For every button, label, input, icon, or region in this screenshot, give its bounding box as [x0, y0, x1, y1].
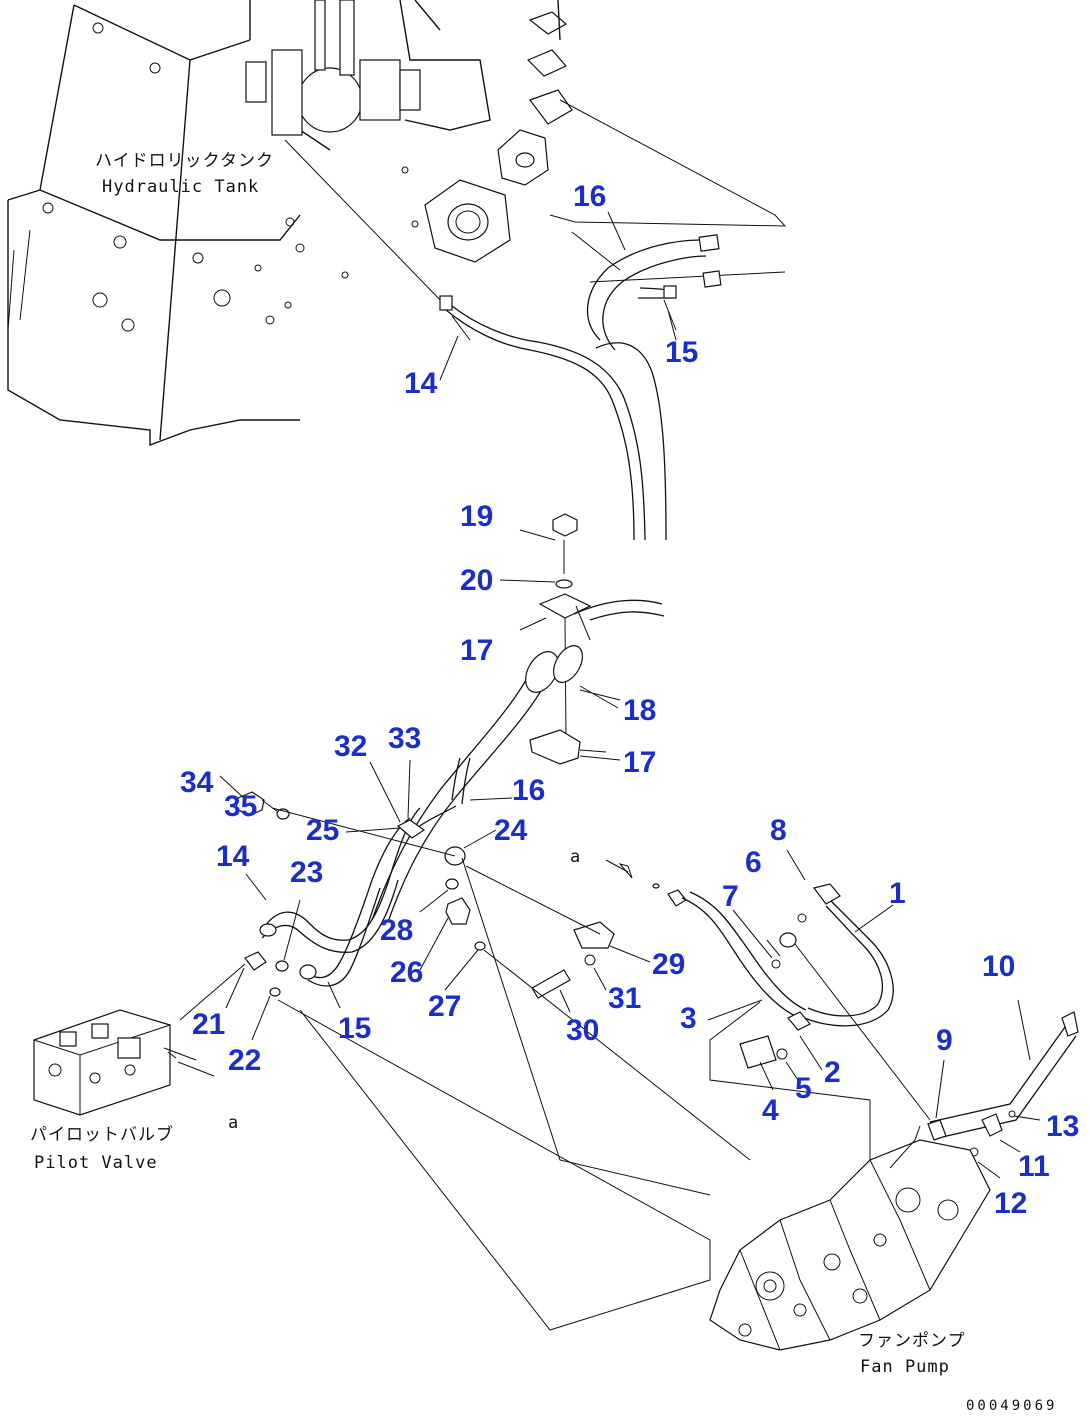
clamp-assembly	[371, 513, 665, 923]
lower-tubes	[179, 757, 751, 1331]
tank-label-jp: ハイドロリックタンク	[95, 151, 274, 171]
callout-25: 25	[306, 814, 339, 847]
callout-31: 31	[608, 982, 641, 1015]
callout-11: 11	[1018, 1150, 1050, 1183]
callout-15-lower: 15	[338, 1012, 371, 1045]
callout-13: 13	[1046, 1110, 1079, 1143]
leader-lines	[219, 211, 1041, 1179]
callout-12: 12	[994, 1187, 1027, 1220]
pilot-valve-label-en: Pilot Valve	[34, 1153, 158, 1173]
callout-2: 2	[824, 1056, 841, 1089]
callout-5: 5	[795, 1072, 812, 1105]
callout-3: 3	[680, 1002, 697, 1035]
right-hoses	[605, 859, 1079, 1160]
callout-20: 20	[460, 564, 493, 597]
callout-27: 27	[428, 990, 461, 1023]
callout-30: 30	[566, 1014, 599, 1047]
callout-16-upper: 16	[573, 180, 606, 213]
callout-7: 7	[722, 880, 739, 913]
callout-21: 21	[192, 1008, 225, 1041]
view-marker-a-lower: a	[228, 1113, 239, 1133]
callout-35: 35	[224, 790, 257, 823]
callout-32: 32	[334, 730, 367, 763]
callout-numbers: 1 2 3 4 5 6 7 8 9 10 11 12 13 14 14 15 1…	[180, 180, 1079, 1220]
fan-pump	[709, 1125, 991, 1351]
drawing-code: 00049069	[966, 1398, 1057, 1414]
callout-4: 4	[762, 1094, 779, 1127]
callout-18: 18	[623, 694, 656, 727]
callout-6: 6	[745, 846, 762, 879]
callout-15-upper: 15	[665, 336, 698, 369]
callout-19: 19	[460, 500, 493, 533]
callout-29: 29	[652, 948, 685, 981]
pilot-valve	[33, 1009, 215, 1116]
callout-9: 9	[936, 1024, 953, 1057]
callout-28: 28	[380, 914, 413, 947]
fan-pump-label-jp: ファンポンプ	[858, 1331, 966, 1351]
callout-34: 34	[180, 766, 214, 799]
hydraulic-tank	[7, 0, 787, 447]
upper-hoses	[284, 139, 722, 541]
callout-14-upper: 14	[404, 367, 438, 400]
tank-label-en: Hydraulic Tank	[102, 177, 259, 197]
callout-8: 8	[770, 814, 787, 847]
callout-1: 1	[889, 877, 906, 910]
callout-33: 33	[388, 722, 421, 755]
callout-16-lower: 16	[512, 774, 545, 807]
view-marker-a-upper: a	[570, 847, 581, 867]
callout-22: 22	[228, 1044, 261, 1077]
callout-24: 24	[494, 814, 528, 847]
callout-26: 26	[390, 956, 423, 989]
pilot-valve-label-jp: パイロットバルブ	[30, 1124, 174, 1145]
callout-17-lower: 17	[623, 746, 656, 779]
callout-14-lower: 14	[216, 840, 250, 873]
callout-23: 23	[290, 856, 323, 889]
fan-pump-label-en: Fan Pump	[860, 1357, 950, 1377]
callout-17-upper: 17	[460, 634, 493, 667]
callout-10: 10	[982, 950, 1015, 983]
